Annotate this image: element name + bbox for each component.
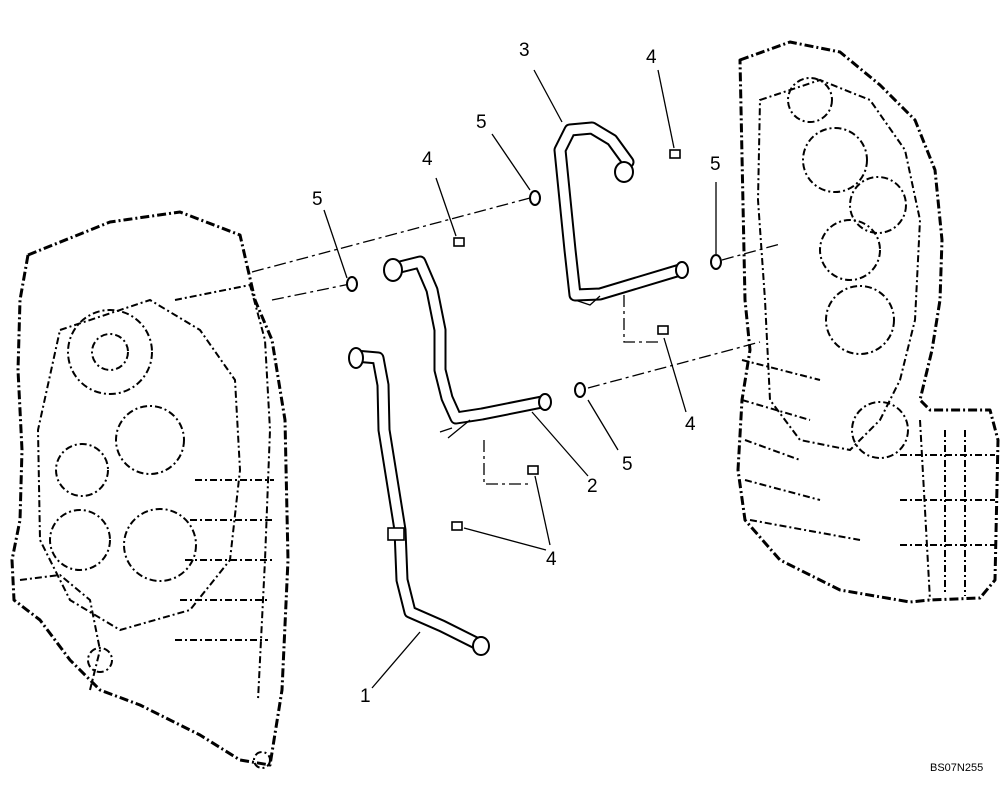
right-transmission-housing — [736, 40, 1000, 604]
callout-1: 1 — [360, 686, 371, 707]
tube-3 — [553, 121, 689, 306]
o-ring-5a — [346, 276, 358, 292]
left-transmission-housing — [10, 210, 290, 769]
o-ring-5c — [710, 254, 722, 270]
callout-labels: 1 2 3 4 4 4 4 5 5 5 5 — [312, 40, 721, 707]
plug-4e — [451, 521, 463, 531]
leader-lines — [323, 69, 717, 689]
o-rings — [346, 190, 722, 398]
plugs — [451, 149, 681, 531]
callout-5d: 5 — [622, 454, 633, 475]
plug-4b — [669, 149, 681, 159]
tube-2 — [383, 255, 552, 439]
callout-5c: 5 — [710, 154, 721, 175]
plug-4a — [453, 237, 465, 247]
drawing-code: BS07N255 — [930, 762, 983, 774]
callout-2: 2 — [587, 476, 598, 497]
alignment-centerlines — [251, 197, 781, 485]
callout-4d: 4 — [546, 549, 557, 570]
callout-4c: 4 — [685, 414, 696, 435]
plug-4c — [657, 325, 669, 335]
callout-3: 3 — [519, 40, 530, 61]
o-ring-5b — [529, 190, 541, 206]
tube-1 — [348, 347, 490, 656]
callout-4a: 4 — [422, 149, 433, 170]
callout-5a: 5 — [312, 189, 323, 210]
callout-5b: 5 — [476, 112, 487, 133]
o-ring-5d — [574, 382, 586, 398]
plug-4d — [527, 465, 539, 475]
callout-4b: 4 — [646, 47, 657, 68]
